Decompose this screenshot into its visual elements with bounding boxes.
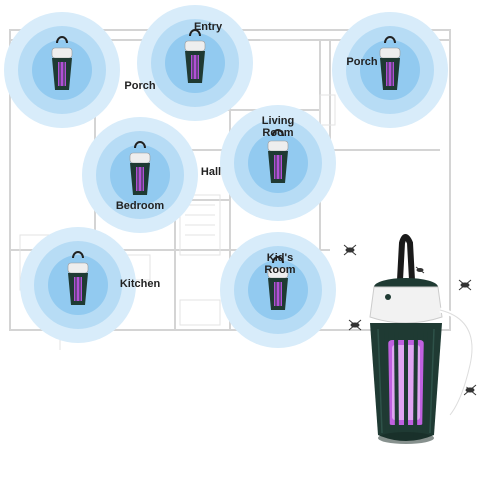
room-label-bedroom: Bedroom xyxy=(115,200,165,212)
product-lamp-illustration xyxy=(343,234,477,444)
mosquito-lamp-icon xyxy=(129,141,151,195)
mosquito-lamp-icon xyxy=(51,36,73,90)
room-label-living-room: Living Room xyxy=(261,115,295,139)
radiation-glow-icon xyxy=(4,12,120,128)
lamp-zone-kids-room xyxy=(218,230,338,350)
lamp-zone-bedroom xyxy=(80,115,200,235)
mosquito-lamp-icon xyxy=(184,29,206,83)
radiation-glow-icon xyxy=(137,5,253,121)
lamp-zone-entry xyxy=(135,3,255,123)
usb-cable-icon xyxy=(439,307,475,417)
mosquito-lamp-icon xyxy=(379,36,401,90)
mosquito-lamp-icon xyxy=(267,256,289,310)
radiation-glow-icon xyxy=(82,117,198,233)
room-label-entry: Entry xyxy=(193,21,223,33)
room-label-hall: Hall xyxy=(200,166,222,178)
radiation-glow-icon xyxy=(332,12,448,128)
room-label-kids-room: Kid's Room xyxy=(264,252,296,276)
mosquito-lamp-icon xyxy=(267,129,289,183)
radiation-glow-icon xyxy=(220,105,336,221)
lamp-zone-porch-left xyxy=(2,10,122,130)
lamp-zone-porch-right xyxy=(330,10,450,130)
radiation-glow-icon xyxy=(20,227,136,343)
lamp-zone-living-room xyxy=(218,103,338,223)
mosquito-icon xyxy=(343,244,477,396)
room-label-kitchen: Kitchen xyxy=(119,278,161,290)
room-label-porch-right: Porch xyxy=(346,56,378,68)
radiation-glow-icon xyxy=(220,232,336,348)
lamp-zone-kitchen xyxy=(18,225,138,345)
room-label-porch-left: Porch xyxy=(124,80,156,92)
mosquito-lamp-icon xyxy=(67,251,89,305)
